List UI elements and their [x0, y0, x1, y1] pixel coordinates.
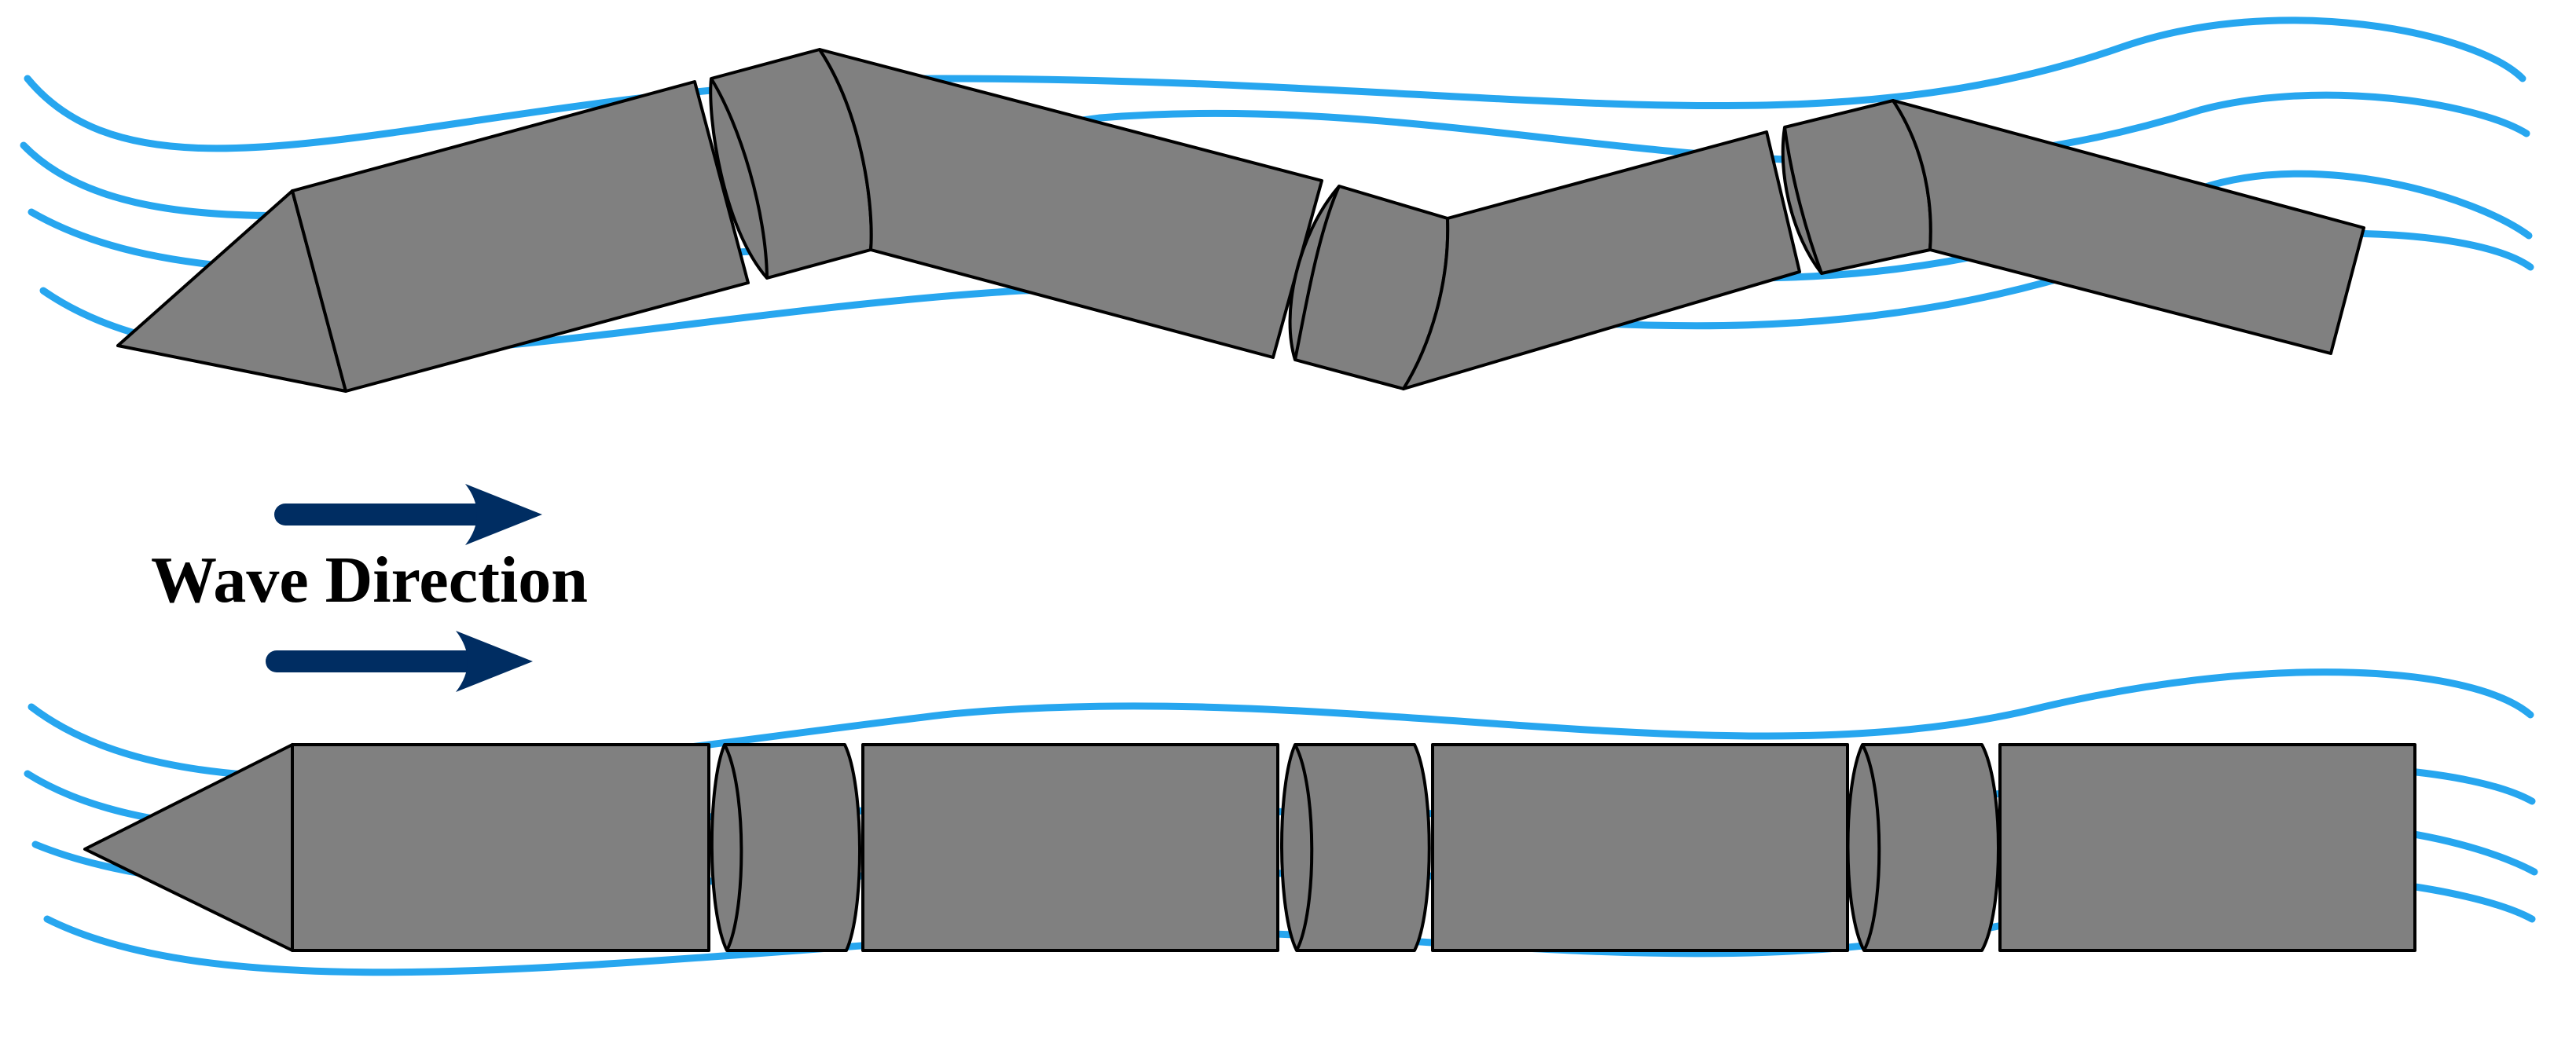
hinge-line [723, 744, 743, 951]
segment-body [1402, 130, 1801, 390]
segment-body [1892, 99, 2365, 355]
hinge-line [1294, 185, 1341, 361]
hinge-line [1861, 744, 1881, 951]
wave-direction-label: Wave Direction [151, 544, 589, 617]
segment-body [291, 743, 710, 952]
segment-body [818, 48, 1323, 359]
top-device [116, 48, 2365, 393]
hinge-connector [710, 743, 861, 952]
hinge-line [1294, 744, 1314, 951]
segment-body [1998, 743, 2416, 952]
segment-body [291, 80, 750, 393]
hinge-connector [1846, 743, 2000, 952]
wave-line [24, 16, 2526, 152]
hinge-line [1783, 126, 1823, 274]
bottom-arrow [266, 631, 533, 692]
top-arrow [274, 484, 542, 545]
segment-body [1431, 743, 1849, 952]
segment-body [861, 743, 1279, 952]
bottom-device [83, 743, 2416, 952]
hinge-connector [1280, 743, 1431, 952]
hinge-line [710, 77, 769, 279]
nose-cone [83, 743, 294, 952]
